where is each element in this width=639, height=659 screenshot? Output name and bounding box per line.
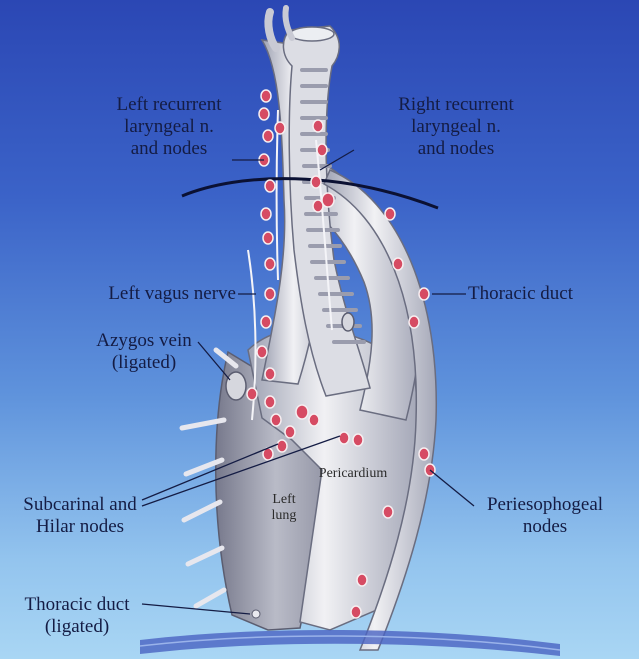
diaphragm <box>139 629 561 656</box>
trachea-top-rings <box>264 5 335 52</box>
thoracic-duct-clip <box>251 609 261 619</box>
label-thoracic-duct-ligated: Thoracic duct (ligated) <box>8 594 146 638</box>
intercostal-vessels <box>179 347 239 609</box>
label-line: (ligated) <box>111 352 177 373</box>
label-line: Right recurrent <box>398 94 514 115</box>
label-line: Subcarinal and <box>23 494 137 515</box>
label-right-recurrent-laryngeal: Right recurrent laryngeal n. and nodes <box>376 94 536 160</box>
label-line: laryngeal n. <box>124 116 214 137</box>
label-line: nodes <box>522 516 568 537</box>
thoracic-duct-vessel <box>323 169 438 651</box>
label-pericardium: Pericardium <box>318 466 388 481</box>
label-line: Left recurrent <box>116 94 222 115</box>
label-left-vagus-nerve: Left vagus nerve <box>108 283 236 304</box>
label-subcarinal-hilar-nodes: Subcarinal and Hilar nodes <box>6 494 154 538</box>
label-line: laryngeal n. <box>411 116 501 137</box>
label-line: lung <box>271 508 297 523</box>
label-thoracic-duct: Thoracic duct <box>468 283 573 304</box>
label-line: Hilar nodes <box>35 516 125 537</box>
label-left-lung: Left lung <box>264 492 304 524</box>
leader-lines <box>141 149 475 615</box>
label-line: Periesophogeal <box>486 494 604 515</box>
label-line: Left <box>272 492 296 507</box>
azygos-vein <box>225 312 355 401</box>
label-line: Azygos vein <box>96 330 192 351</box>
label-azygos-vein: Azygos vein (ligated) <box>84 330 204 374</box>
label-left-recurrent-laryngeal: Left recurrent laryngeal n. and nodes <box>104 94 234 160</box>
label-line: Thoracic duct <box>24 594 130 615</box>
label-periesophageal-nodes: Periesophogeal nodes <box>470 494 620 538</box>
label-line: and nodes <box>130 138 208 159</box>
incision-line <box>181 177 439 210</box>
label-line: and nodes <box>417 138 495 159</box>
label-line: (ligated) <box>44 616 110 637</box>
